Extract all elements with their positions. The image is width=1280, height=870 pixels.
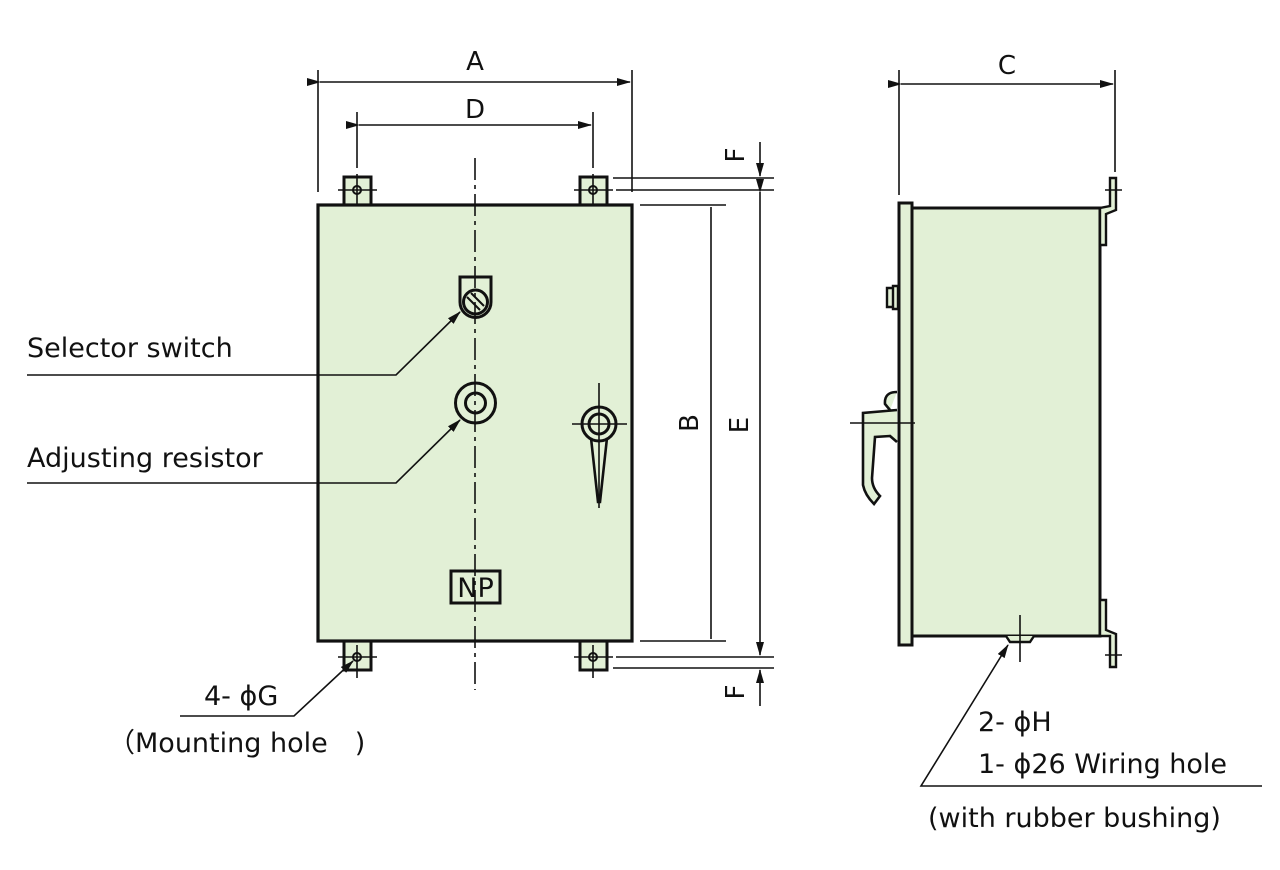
dimension-a: A [307,47,633,192]
dimension-c: C [888,51,1116,195]
adjusting-resistor-icon [454,381,497,425]
wiring-hole-label-line1: 2- ϕH [978,707,1052,738]
mounting-hole-icon [352,652,362,662]
dimension-b: B [640,204,726,642]
enclosure-side-body [910,206,1102,638]
mounting-bracket-top-left [338,174,377,208]
selector-switch-icon [458,275,493,319]
front-view: A D [27,47,774,759]
wiring-hole-label-line2: 1- ϕ26 Wiring hole [978,749,1227,780]
mounting-hole-icon [588,185,598,195]
nameplate: NP [449,569,502,605]
dimension-e: E [613,177,774,669]
adjusting-resistor-label: Adjusting resistor [27,443,264,474]
selector-knob-side-icon [885,284,900,311]
dimension-a-label: A [466,47,484,77]
mounting-hole-callout: 4- ϕG （Mounting hole ) [108,660,365,759]
nameplate-label: NP [457,573,493,604]
selector-switch-label: Selector switch [27,333,233,364]
rear-bracket-bottom [1098,598,1122,669]
side-view: C 2- ϕH 1- ϕ [850,51,1262,834]
dimension-f-bottom: F [721,669,764,706]
mounting-bracket-bottom-right [574,639,613,678]
dimension-f-bottom-label: F [721,685,751,700]
dimension-f-top: F [721,142,764,177]
handle-side-icon [850,390,915,506]
dimension-e-label: E [725,417,755,433]
mounting-hole-icon [588,652,598,662]
rear-bracket-top [1098,176,1122,247]
mounting-bracket-bottom-left [338,639,377,678]
wiring-hole-label-line3: (with rubber bushing) [928,803,1221,834]
dimension-b-label: B [675,414,705,432]
mounting-hole-icon [352,185,362,195]
door-handle-icon [572,383,627,508]
mounting-hole-qty-label: 4- ϕG [204,681,278,712]
dimension-d: D [346,95,594,168]
wiring-hole-bushing-icon [1005,615,1035,662]
adjusting-resistor-callout: Adjusting resistor [27,419,461,484]
dimension-c-label: C [998,51,1016,81]
dimension-f-top-label: F [721,148,751,163]
selector-switch-callout: Selector switch [27,311,461,376]
mounting-hole-note-label: （Mounting hole ) [108,728,365,759]
dimension-d-label: D [465,95,485,125]
mounting-bracket-top-right [574,174,613,208]
wiring-hole-callout: 2- ϕH 1- ϕ26 Wiring hole (with rubber bu… [919,644,1262,834]
door-panel [897,201,914,647]
